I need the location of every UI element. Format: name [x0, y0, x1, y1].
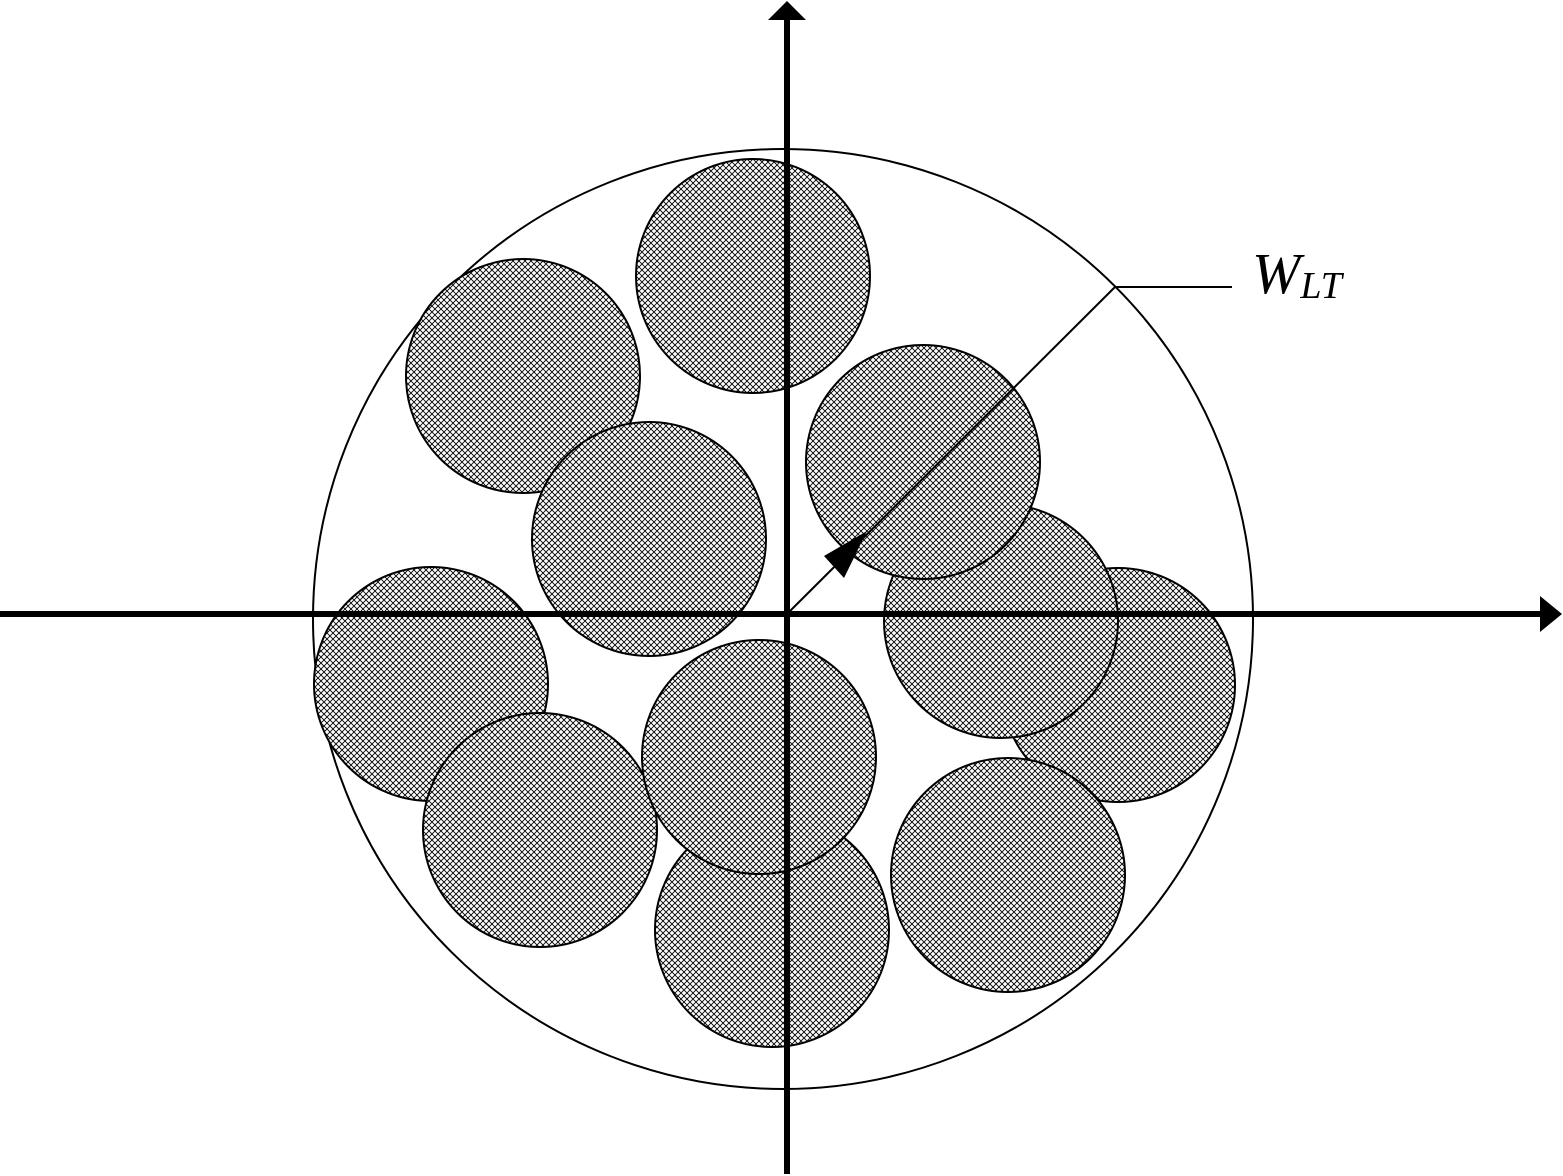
radius-arrowhead [824, 531, 867, 578]
particles [313, 158, 1236, 1048]
particle [405, 258, 641, 494]
particle [635, 158, 871, 394]
radius-symbol: W [1252, 241, 1305, 306]
particle [422, 712, 658, 948]
particle [641, 639, 877, 875]
x-axis-arrowhead [1540, 596, 1562, 632]
y-axis-arrowhead [768, 1, 806, 20]
radius-label: WLT [1252, 241, 1345, 307]
particle [531, 421, 767, 657]
radius-subscript: LT [1299, 265, 1344, 307]
particle [805, 344, 1041, 580]
particle [890, 757, 1126, 993]
radius-indicator [786, 286, 1232, 615]
